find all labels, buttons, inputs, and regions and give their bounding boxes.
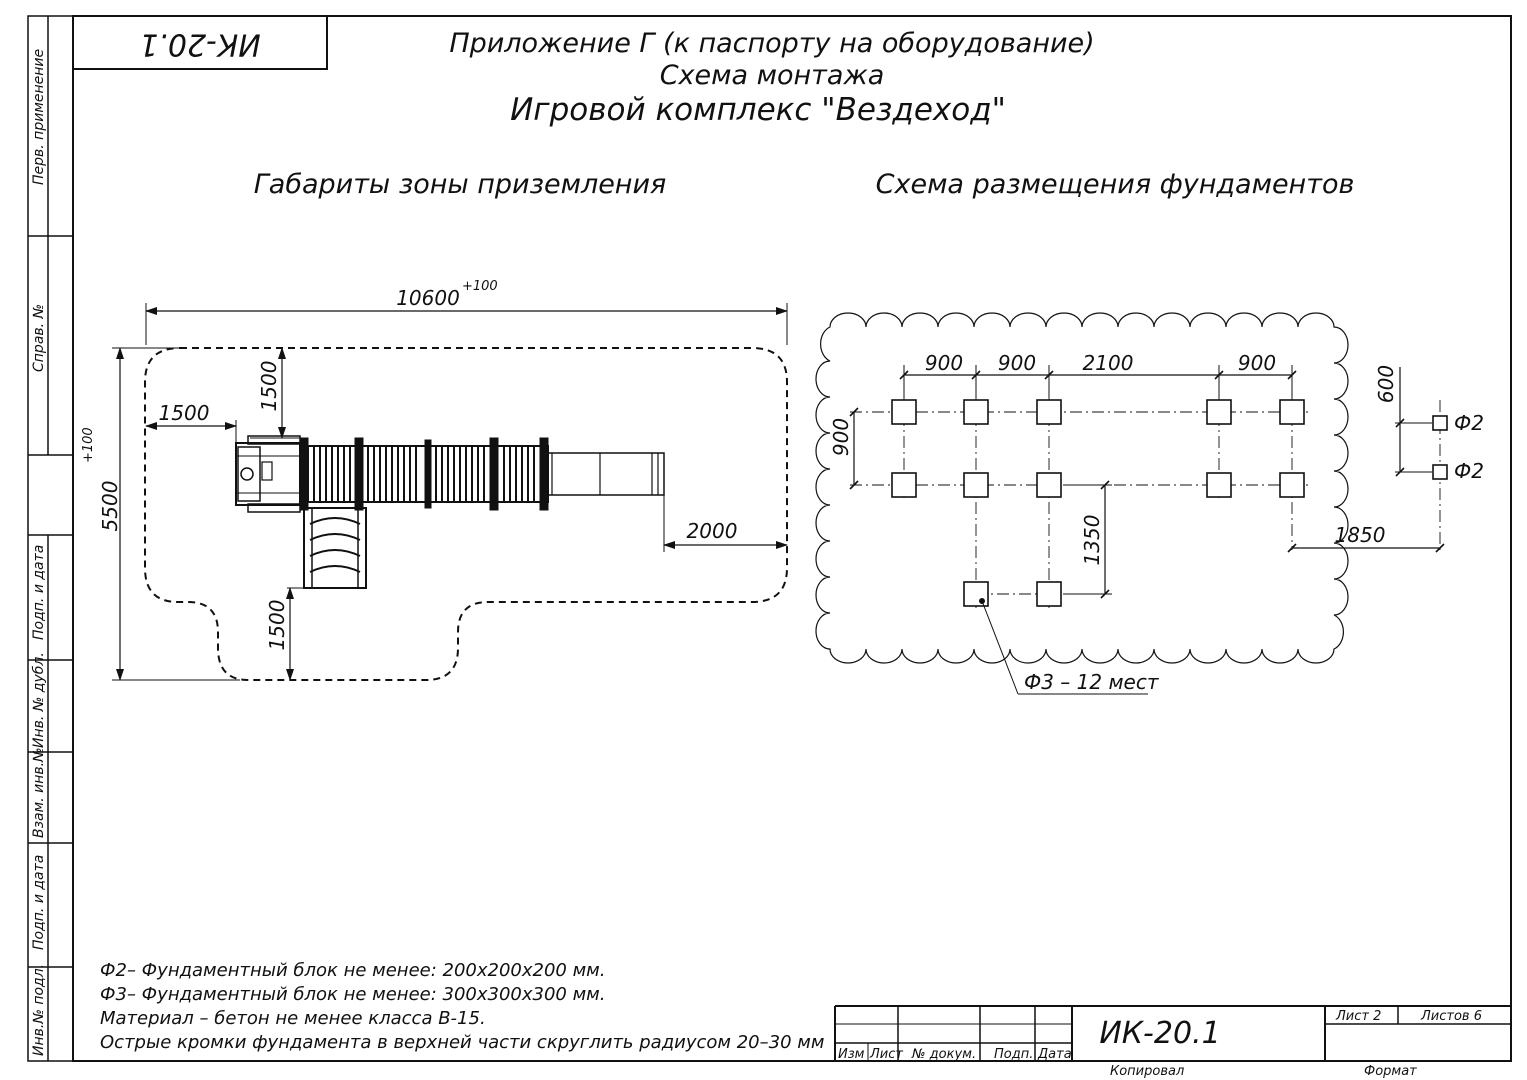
side-strip xyxy=(28,16,73,1061)
dim-spacing-1: 900 xyxy=(925,351,963,375)
foundation-layout: 900 900 2100 900 900 1350 1850 600 Ф2 Ф2… xyxy=(815,312,1484,695)
dim-spacing-4: 900 xyxy=(1238,351,1276,375)
sheet-number: Лист 2 xyxy=(1335,1009,1381,1024)
foundation-blocks-f3 xyxy=(891,399,1305,607)
col-list: Лист xyxy=(869,1047,903,1062)
dim-side-offset: 1850 xyxy=(1335,523,1386,547)
notes: Ф2– Фундаментный блок не менее: 200х200х… xyxy=(100,960,824,1053)
side-label-sprav-no: Справ. № xyxy=(31,304,47,372)
top-stamp: ИК-20.1 xyxy=(72,15,328,70)
col-podp: Подп. xyxy=(994,1047,1033,1062)
col-dokum: № докум. xyxy=(911,1047,976,1062)
sheet-count: Листов 6 xyxy=(1420,1009,1482,1024)
dim-left-offset: 1500 xyxy=(159,401,210,425)
center-lines xyxy=(850,370,1441,608)
kopiroval-label: Копировал xyxy=(1110,1064,1184,1079)
foundation-blocks-f2 xyxy=(1432,415,1448,480)
format-label: Формат xyxy=(1364,1064,1417,1079)
dim-bottom-offset: 1500 xyxy=(265,600,289,651)
foundation-dimensions xyxy=(849,365,1445,695)
landing-zone-outline xyxy=(144,347,788,681)
inner-frame xyxy=(72,15,1512,1062)
side-label-inv-dubl: Инв. № дубл. xyxy=(31,652,47,748)
side-label-inv-podl: Инв.№ подл. xyxy=(31,964,47,1056)
dim-row-spacing: 900 xyxy=(829,418,853,456)
landing-zone: 10600 +100 5500 +100 1500 1500 2000 1500 xyxy=(81,279,788,681)
dim-side-spacing: 600 xyxy=(1374,365,1398,403)
play-complex xyxy=(235,435,665,589)
dim-top-offset: 1500 xyxy=(257,361,281,412)
col-izm: Изм xyxy=(838,1047,865,1062)
dim-lower-offset: 1350 xyxy=(1080,515,1104,566)
side-label-podp-data-2: Подп. и дата xyxy=(31,855,47,950)
dim-overall-width-tolerance: +100 xyxy=(462,279,498,294)
title-block-code: ИК-20.1 xyxy=(1099,1016,1220,1051)
left-panel-title: Габариты зоны приземления xyxy=(254,169,667,200)
dim-spacing-2: 900 xyxy=(998,351,1036,375)
title-line-3: Игровой комплекс "Вездеход" xyxy=(510,92,1006,128)
dim-overall-height: 5500 xyxy=(98,481,122,532)
note-line-4: Острые кромки фундамента в верхней части… xyxy=(100,1032,824,1053)
label-f3-count: Ф3 – 12 мест xyxy=(1024,670,1160,694)
title-line-1: Приложение Г (к паспорту на оборудование… xyxy=(449,28,1094,59)
dim-right-offset: 2000 xyxy=(687,519,738,543)
col-data: Дата xyxy=(1037,1047,1072,1062)
side-label-podp-data-1: Подп. и дата xyxy=(31,545,47,640)
note-line-2: Ф3– Фундаментный блок не менее: 300х300х… xyxy=(100,984,605,1005)
side-label-perv-primenenie: Перв. применение xyxy=(31,49,47,185)
top-stamp-code: ИК-20.1 xyxy=(139,27,260,62)
label-f2-upper: Ф2 xyxy=(1454,411,1484,435)
title-block xyxy=(834,1005,1511,1061)
landing-zone-dimensions xyxy=(112,303,788,681)
note-line-1: Ф2– Фундаментный блок не менее: 200х200х… xyxy=(100,960,605,981)
right-panel-title: Схема размещения фундаментов xyxy=(876,169,1355,200)
label-f2-lower: Ф2 xyxy=(1454,459,1484,483)
dim-overall-width: 10600 xyxy=(396,286,460,310)
dim-spacing-3: 2100 xyxy=(1083,351,1134,375)
side-label-vzam-inv: Взам. инв.№ xyxy=(31,747,47,838)
dim-overall-height-tolerance: +100 xyxy=(81,427,96,463)
foundation-cloud-outline xyxy=(815,312,1349,664)
note-line-3: Материал – бетон не менее класса В-15. xyxy=(100,1008,486,1029)
title-line-2: Схема монтажа xyxy=(660,60,885,91)
